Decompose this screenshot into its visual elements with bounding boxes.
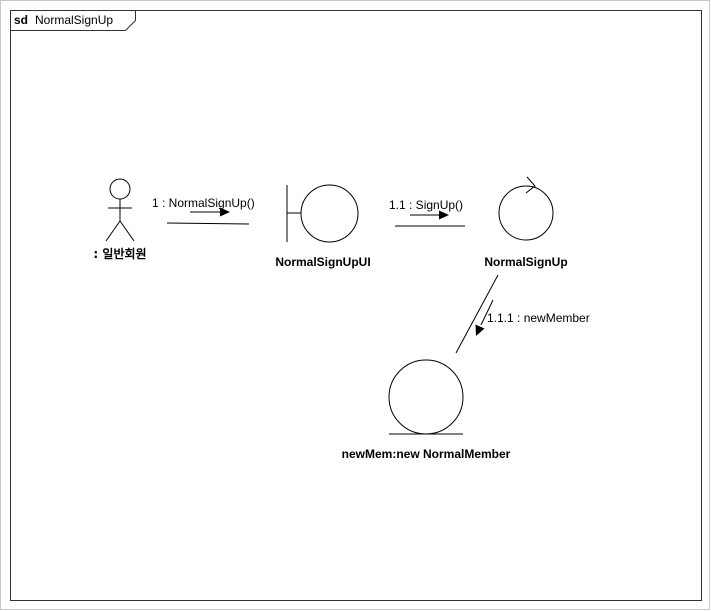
- boundary-object-icon: [286, 184, 359, 243]
- link-actor-boundary[interactable]: [166, 222, 250, 225]
- link-control-entity[interactable]: [455, 274, 499, 354]
- message-1-arrowhead-icon: [220, 207, 230, 217]
- message-1-1-1[interactable]: 1.1.1 : newMember: [475, 299, 590, 336]
- message-1-label: 1 : NormalSignUp(): [152, 196, 255, 210]
- message-1-1[interactable]: 1.1 : SignUp(): [389, 198, 463, 220]
- message-1-1-1-arrow-line: [480, 299, 494, 326]
- stick-figure-actor-icon: [105, 178, 135, 242]
- message-1[interactable]: 1 : NormalSignUp(): [152, 196, 255, 217]
- actor-general-member[interactable]: : 일반회원: [93, 178, 147, 261]
- frame-name: NormalSignUp: [35, 13, 113, 27]
- frame-border: [10, 10, 702, 601]
- message-1-1-1-arrowhead-icon: [475, 324, 485, 336]
- boundary-normal-sign-up-ui[interactable]: NormalSignUpUI: [275, 184, 371, 269]
- message-1-1-label: 1.1 : SignUp(): [389, 198, 463, 212]
- control-normal-sign-up[interactable]: NormalSignUp: [484, 176, 568, 269]
- boundary-label: NormalSignUpUI: [275, 255, 370, 269]
- sd-frame[interactable]: sd NormalSignUp: [10, 10, 702, 601]
- entity-label: newMem:new NormalMember: [342, 447, 511, 461]
- actor-label: : 일반회원: [93, 246, 146, 261]
- frame-name-tab: [10, 10, 136, 31]
- message-1-1-arrowhead-icon: [439, 210, 449, 220]
- entity-new-normal-member[interactable]: newMem:new NormalMember: [342, 359, 511, 461]
- entity-object-icon: [388, 359, 464, 435]
- frame-keyword: sd: [14, 13, 28, 27]
- control-label: NormalSignUp: [484, 255, 567, 269]
- message-1-1-1-label: 1.1.1 : newMember: [487, 311, 590, 325]
- control-object-icon: [498, 176, 554, 241]
